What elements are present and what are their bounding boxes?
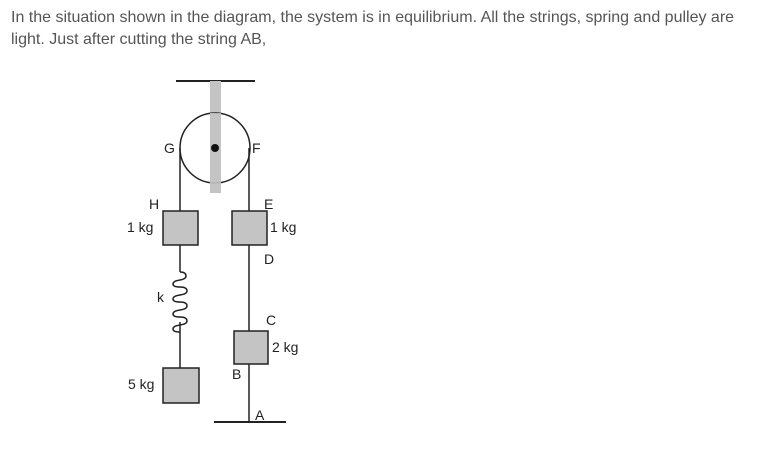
label-C: C [266,312,276,328]
label-B: B [232,366,241,382]
pulley-axle [211,144,219,152]
mass-1kg-right [231,210,268,246]
mass-label-right-top: 1 kg [270,219,296,235]
mass-label-left-top: 1 kg [127,219,153,235]
mass-5kg [162,367,200,404]
label-H: H [149,196,159,212]
label-G: G [164,140,175,156]
label-k: k [157,289,165,305]
label-E: E [264,196,273,212]
label-D: D [264,251,274,267]
mass-2kg [233,330,269,365]
question-text: In the situation shown in the diagram, t… [11,9,735,48]
label-F: F [252,140,261,156]
mass-1kg-left [162,210,199,246]
mass-label-right-bottom: 2 kg [272,339,298,355]
mass-label-left-bottom: 5 kg [128,376,154,392]
spring-k [172,271,188,333]
label-A: A [255,407,265,423]
